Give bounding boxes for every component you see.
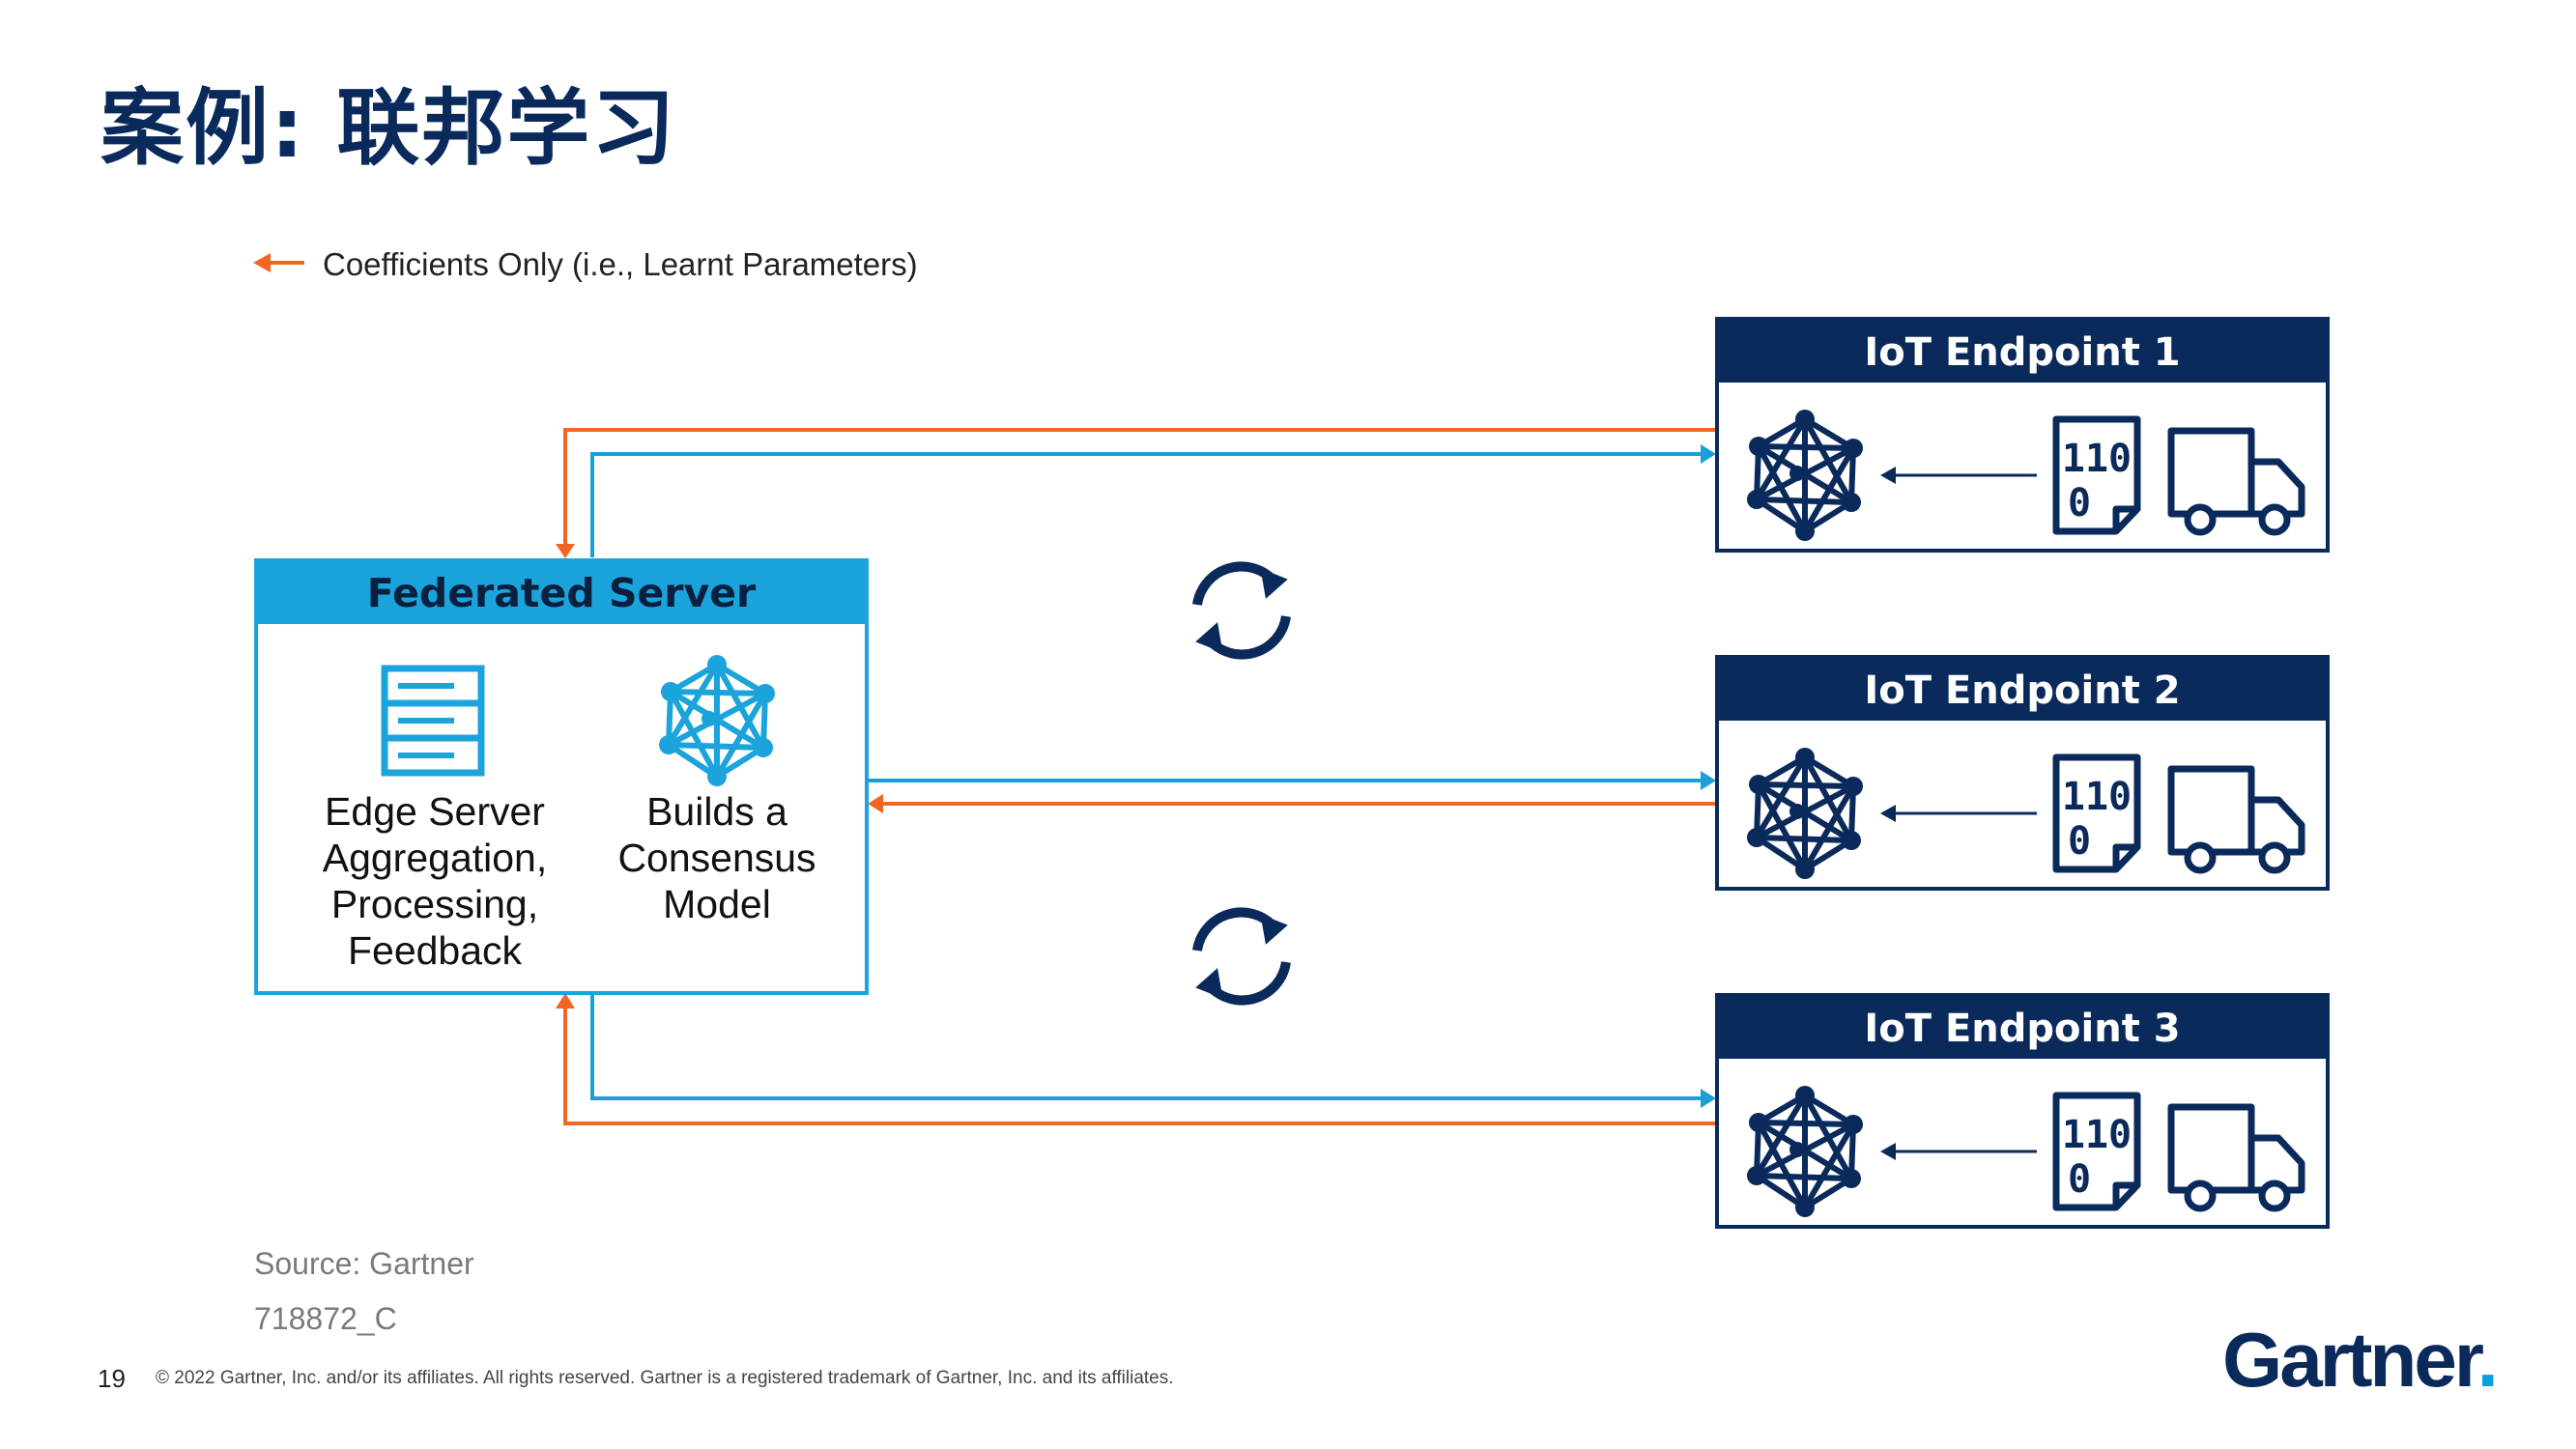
iot-endpoint-1: IoT Endpoint 1 [1715,317,2330,553]
gartner-logo: Gartner. [2222,1316,2499,1405]
sync-icon [1192,910,1290,1003]
document-id: 718872_C [254,1301,397,1336]
iot-endpoint-3: IoT Endpoint 3 [1715,993,2330,1229]
consensus-model-label: Builds a Consensus Model [617,789,816,926]
logo-dot: . [2476,1317,2499,1403]
iot-endpoint-title: IoT Endpoint 1 [1864,330,2180,375]
federated-server: Federated Server [254,558,869,995]
federated-server-title: Federated Server [367,570,757,616]
iot-endpoint-title: IoT Endpoint 3 [1864,1007,2180,1051]
copyright-notice: © 2022 Gartner, Inc. and/or its affiliat… [156,1368,1174,1388]
flow-endpoint-2 [868,771,1716,813]
edge-server-label: Edge Server Aggregation, Processing, Fee… [322,789,548,973]
arrow-left-icon [1880,805,2037,822]
iot-endpoint-2: IoT Endpoint 2 [1715,655,2330,891]
sync-icon [1192,564,1290,657]
iot-endpoint-title: IoT Endpoint 2 [1864,668,2180,713]
server-icon [381,665,485,777]
page-title: 案例: 联邦学习 [100,80,677,177]
page-number: 19 [98,1364,126,1393]
legend-arrow-icon [253,253,304,272]
arrow-left-icon [1880,467,2037,484]
flow-endpoint-3 [556,993,1716,1125]
legend-label: Coefficients Only (i.e., Learnt Paramete… [323,246,918,282]
arrow-left-icon [1880,1143,2037,1160]
source-label: Source: Gartner [254,1246,474,1281]
flow-endpoint-1 [556,428,1716,558]
neural-network-icon [659,655,775,786]
logo-text: Gartner [2222,1317,2480,1403]
